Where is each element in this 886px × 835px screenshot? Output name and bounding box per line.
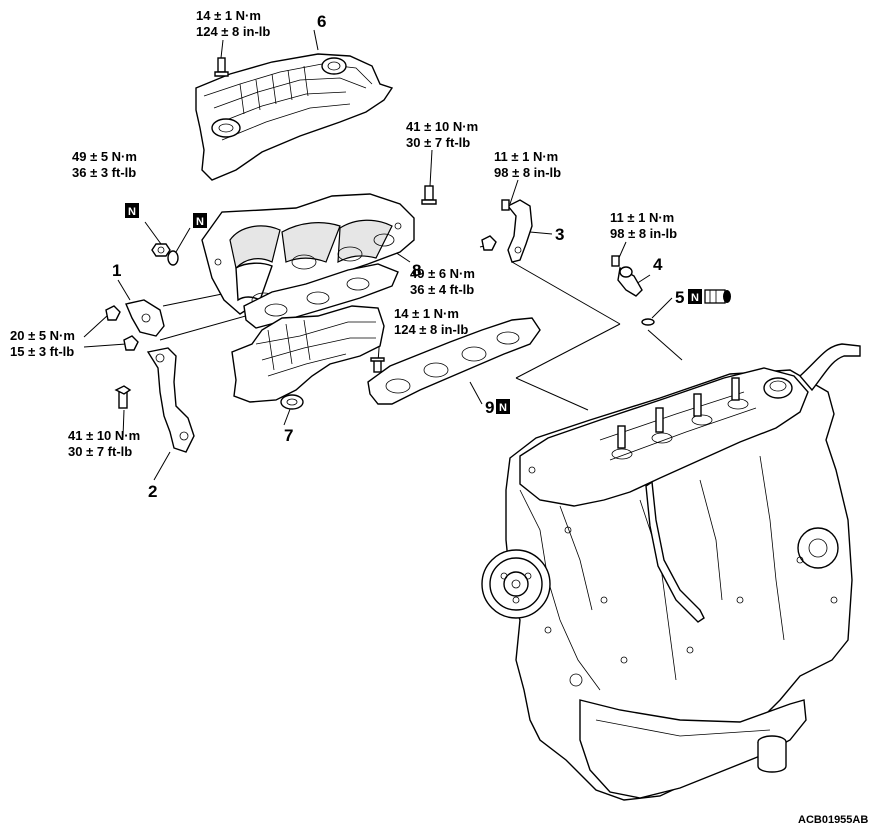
torque-4-nm: 11 ± 1 N·m [610, 210, 674, 225]
part-number-2: 2 [148, 482, 157, 501]
n-marker-nut-right [193, 213, 207, 228]
torque-nut-ftlb: 36 ± 3 ft-lb [72, 165, 136, 180]
bracket-3 [481, 199, 533, 263]
n-marker-nut-left [125, 203, 139, 218]
bracket-2 [114, 347, 195, 453]
torque-1-nm: 20 ± 5 N·m [10, 328, 75, 343]
part-number-1: 1 [112, 261, 121, 280]
gasket-9 [367, 317, 541, 405]
torque-3b-ftlb: 36 ± 4 ft-lb [410, 282, 474, 297]
torque-3-nm: 11 ± 1 N·m [494, 149, 558, 164]
torque-9-inlb: 124 ± 8 in-lb [394, 322, 468, 337]
torque-8-nm: 41 ± 10 N·m [406, 119, 478, 134]
n-marker-9-label: N [499, 402, 507, 414]
part-number-4: 4 [653, 255, 663, 274]
n-marker-nut-left-label: N [128, 206, 136, 218]
torque-2-nm: 41 ± 10 N·m [68, 428, 140, 443]
heat-protector-7 [231, 305, 385, 410]
torque-1-ftlb: 15 ± 3 ft-lb [10, 344, 74, 359]
bracket-1 [105, 299, 165, 351]
part-number-9: 9 [485, 398, 494, 417]
exhaust-manifold-8 [151, 185, 437, 329]
torque-2-ftlb: 30 ± 7 ft-lb [68, 444, 132, 459]
torque-3-inlb: 98 ± 8 in-lb [494, 165, 561, 180]
torque-8-ftlb: 30 ± 7 ft-lb [406, 135, 470, 150]
torque-3b-nm: 49 ± 6 N·m [410, 266, 475, 281]
reference-code: ACB01955AB [798, 814, 868, 826]
n-marker-nut-right-label: N [196, 216, 204, 228]
leader-lines [83, 29, 683, 481]
torque-6-nm: 14 ± 1 N·m [196, 8, 261, 23]
torque-9-nm: 14 ± 1 N·m [394, 306, 459, 321]
part-number-3: 3 [555, 225, 564, 244]
torque-6-inlb: 124 ± 8 in-lb [196, 24, 270, 39]
torque-nut-nm: 49 ± 5 N·m [72, 149, 137, 164]
n-marker-5-label: N [691, 292, 699, 304]
engine-assembly [481, 343, 861, 801]
part-number-5: 5 [675, 288, 684, 307]
n-marker-9 [496, 399, 510, 414]
n-marker-5 [688, 289, 702, 304]
torque-4-inlb: 98 ± 8 in-lb [610, 226, 677, 241]
heat-protector-6 [195, 53, 394, 181]
part-number-7: 7 [284, 426, 293, 445]
oxygen-sensor-4 [611, 255, 655, 326]
part-number-6: 6 [317, 12, 326, 31]
apply-oil-icon [704, 289, 731, 304]
part-number-8: 8 [412, 261, 421, 280]
